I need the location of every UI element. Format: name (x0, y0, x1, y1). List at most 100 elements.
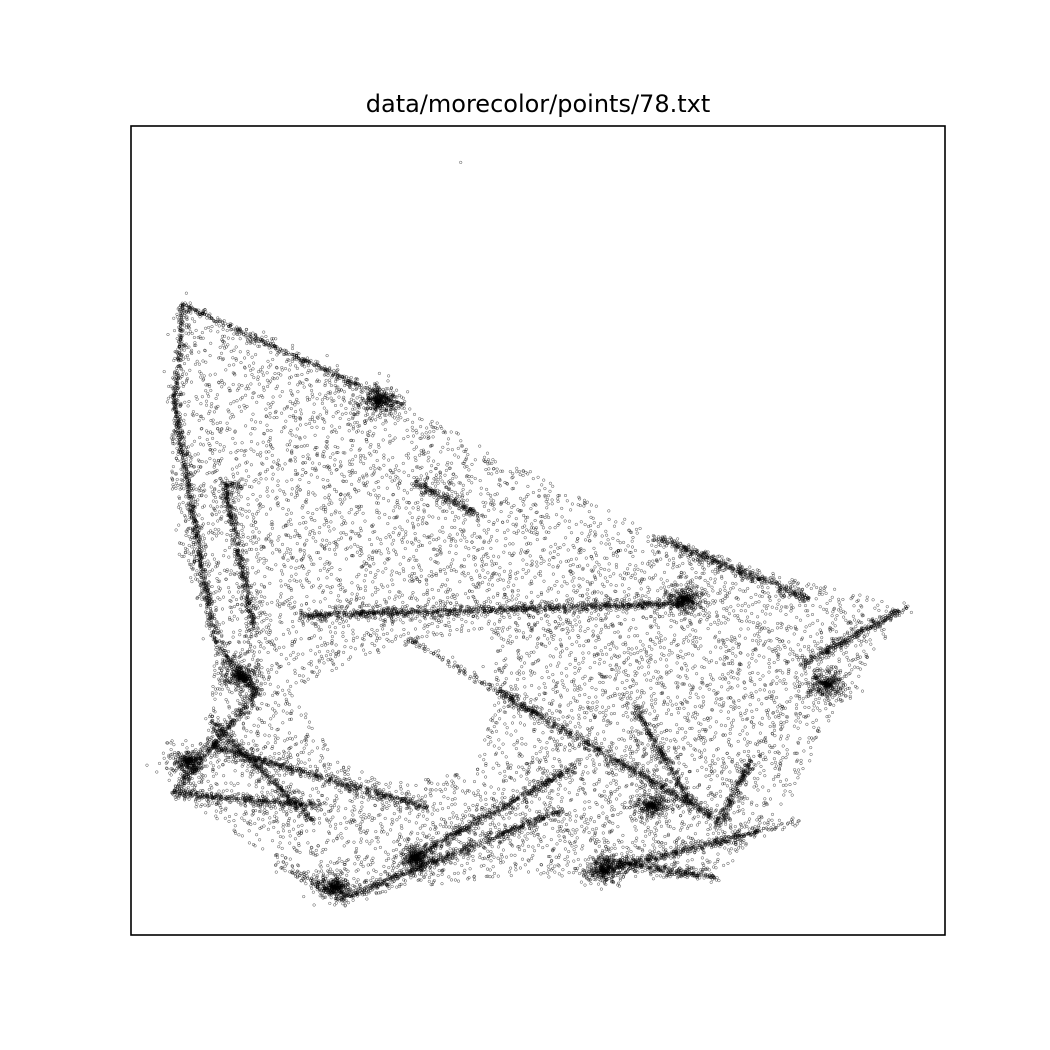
scatter-point (659, 657, 663, 661)
scatter-point (314, 466, 318, 470)
scatter-point (607, 509, 611, 513)
scatter-point (412, 555, 416, 559)
scatter-point (429, 616, 433, 620)
scatter-point (176, 505, 181, 509)
scatter-point (786, 660, 790, 664)
scatter-point (496, 678, 500, 682)
scatter-point (308, 397, 312, 401)
scatter-point (521, 525, 525, 529)
scatter-point (271, 551, 275, 555)
scatter-point (734, 654, 738, 658)
scatter-point (756, 585, 760, 589)
scatter-point (433, 467, 438, 471)
scatter-point (512, 715, 516, 719)
scatter-point (255, 731, 259, 735)
scatter-point (330, 424, 334, 428)
scatter-point (239, 801, 243, 805)
scatter-point (712, 754, 716, 758)
scatter-point (593, 591, 597, 595)
scatter-point (447, 620, 451, 624)
scatter-point (636, 747, 640, 751)
scatter-point (671, 557, 675, 561)
scatter-point (556, 792, 560, 796)
scatter-point (294, 434, 298, 438)
scatter-point (748, 817, 752, 821)
scatter-point (688, 618, 692, 622)
scatter-point (454, 569, 458, 574)
scatter-point (556, 499, 560, 504)
scatter-point (587, 596, 591, 600)
scatter-point (622, 540, 626, 544)
scatter-point (326, 864, 330, 868)
scatter-point (416, 815, 420, 819)
scatter-point (290, 359, 294, 364)
scatter-point (755, 784, 759, 788)
scatter-point (706, 793, 710, 797)
scatter-point (535, 564, 539, 568)
chart-title: data/morecolor/points/78.txt (366, 90, 710, 118)
scatter-point (785, 752, 789, 756)
scatter-point (484, 468, 488, 472)
scatter-point (470, 462, 474, 466)
scatter-point (531, 853, 535, 858)
scatter-point (635, 689, 639, 693)
scatter-point (655, 768, 659, 772)
scatter-point (436, 782, 440, 786)
scatter-point (297, 673, 302, 678)
scatter-point (217, 462, 222, 466)
scatter-point (775, 682, 779, 686)
scatter-point (530, 670, 534, 674)
scatter-point (543, 822, 547, 827)
scatter-point (429, 883, 433, 887)
scatter-point (490, 461, 494, 465)
scatter-point (601, 831, 605, 835)
scatter-point (523, 536, 527, 540)
scatter-point (225, 532, 229, 537)
scatter-point (338, 497, 342, 502)
scatter-point (552, 549, 556, 554)
scatter-point (792, 652, 796, 656)
scatter-point (314, 869, 318, 873)
scatter-point (645, 678, 649, 682)
scatter-point (543, 493, 547, 497)
scatter-point (207, 325, 211, 330)
scatter-point (379, 623, 383, 628)
scatter-point (506, 528, 510, 532)
scatter-point (252, 723, 256, 727)
scatter-point (385, 637, 389, 641)
scatter-point (613, 676, 618, 680)
scatter-point (454, 539, 458, 543)
scatter-point (567, 636, 572, 640)
scatter-point (489, 859, 493, 863)
scatter-point (612, 711, 617, 716)
scatter-point (326, 838, 330, 842)
scatter-point (697, 749, 701, 753)
scatter-point (684, 674, 688, 678)
scatter-point (327, 547, 332, 551)
scatter-point (563, 857, 567, 861)
scatter-point (404, 533, 408, 537)
scatter-point (684, 700, 688, 704)
scatter-point (391, 619, 395, 623)
scatter-point (243, 356, 247, 360)
scatter-point (607, 568, 611, 572)
scatter-point (268, 581, 272, 585)
scatter-point (665, 711, 669, 716)
scatter-point (746, 586, 750, 591)
scatter-point (306, 453, 310, 457)
scatter-point (398, 832, 402, 836)
scatter-point (455, 532, 459, 536)
scatter-point (634, 646, 639, 650)
scatter-point (240, 513, 244, 517)
scatter-point (425, 472, 429, 476)
scatter-point (276, 479, 280, 483)
scatter-point (327, 831, 332, 836)
scatter-point (456, 879, 461, 883)
scatter-point (460, 617, 464, 621)
scatter-point (288, 717, 292, 722)
scatter-point (633, 718, 637, 722)
scatter-point (212, 506, 216, 510)
scatter-point (263, 636, 267, 641)
scatter-point (648, 588, 652, 592)
